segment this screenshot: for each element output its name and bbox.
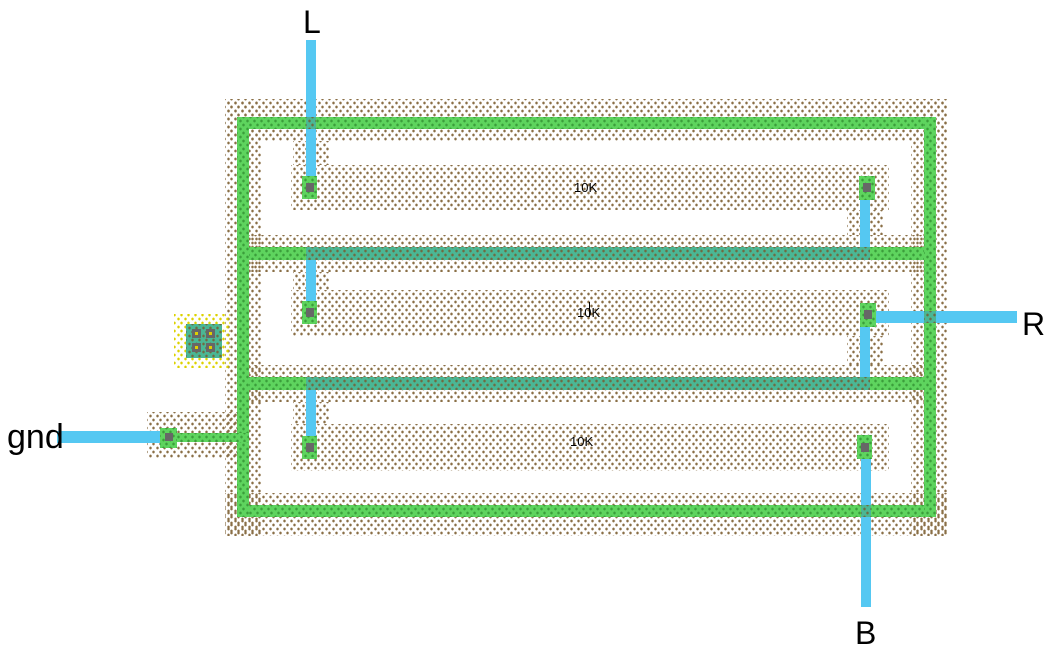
tap-cut xyxy=(206,329,215,338)
crossing-l-ring xyxy=(306,117,316,129)
gnd-poly-stub[interactable] xyxy=(168,433,249,442)
metal-wire-r2-left[interactable] xyxy=(306,260,316,302)
contact-cut xyxy=(306,308,314,317)
metal-wire-r2-right[interactable] xyxy=(860,327,870,377)
terminal-label-r[interactable]: R xyxy=(1022,306,1046,342)
metal-wire-gnd[interactable] xyxy=(57,431,166,443)
contact-cut xyxy=(864,310,872,319)
tap-cut xyxy=(192,343,201,352)
metal-wire-r[interactable] xyxy=(870,311,1017,323)
contact-cut xyxy=(306,183,314,192)
resistor-value-1[interactable]: 10K xyxy=(574,180,598,195)
terminal-label-b[interactable]: B xyxy=(855,615,877,649)
resistor-body-3[interactable] xyxy=(291,424,889,471)
crossing-b-ring xyxy=(861,505,871,517)
terminal-label-l[interactable]: L xyxy=(303,4,321,40)
guard-ring-bottom[interactable] xyxy=(237,505,936,517)
metal-wire-b[interactable] xyxy=(861,459,871,607)
contact-cut xyxy=(306,443,314,452)
well-tap[interactable] xyxy=(186,324,222,358)
resistor-body-2[interactable] xyxy=(291,290,889,336)
label-origin-marker xyxy=(589,302,590,317)
metal-over-strip-1[interactable] xyxy=(306,247,870,260)
crossing-r-ring xyxy=(924,311,936,323)
metal-wire-l[interactable] xyxy=(306,40,316,177)
guard-ring-left[interactable] xyxy=(237,117,249,517)
resistor-value-3[interactable]: 10K xyxy=(570,434,594,449)
contact-cut xyxy=(861,443,869,452)
tap-cut xyxy=(206,343,215,352)
resistor-body-1[interactable] xyxy=(291,165,889,210)
contact-cut xyxy=(165,433,173,441)
metal-wire-r3-left[interactable] xyxy=(306,390,316,437)
metal-wire-r1-right[interactable] xyxy=(860,199,870,247)
metal-over-strip-2[interactable] xyxy=(306,377,870,390)
guard-ring-top[interactable] xyxy=(237,117,936,129)
tap-cut xyxy=(192,329,201,338)
resistor-value-2[interactable]: 10K xyxy=(577,306,600,319)
terminal-label-gnd[interactable]: gnd xyxy=(7,418,64,456)
contact-cut xyxy=(863,183,871,192)
